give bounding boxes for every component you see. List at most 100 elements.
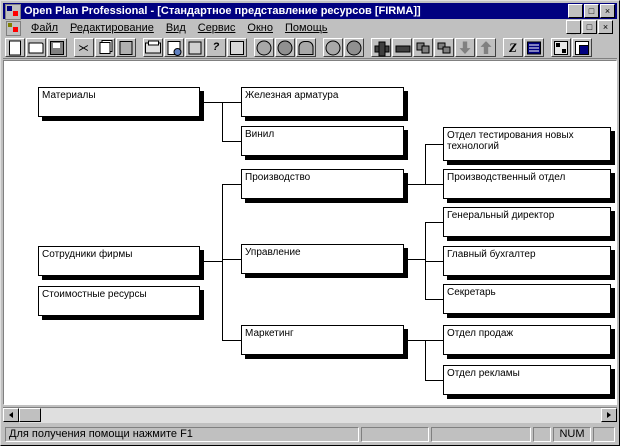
diagram-node-marketing[interactable]: Маркетинг <box>241 325 404 355</box>
node-label: Маркетинг <box>245 328 294 339</box>
diagram-node-otdel-reklam[interactable]: Отдел рекламы <box>443 365 611 395</box>
connector-line <box>222 184 223 340</box>
unlink-button[interactable] <box>434 38 454 57</box>
node-label: Генеральный директор <box>447 210 555 221</box>
diagram-node-proizv-otdel[interactable]: Производственный отдел <box>443 169 611 199</box>
move-up-icon <box>480 41 492 54</box>
open-file-button[interactable] <box>26 38 46 57</box>
app-icon <box>5 3 21 20</box>
move-up-button[interactable] <box>476 38 496 57</box>
mdi-restore-button[interactable]: □ <box>582 20 597 34</box>
menu-item-file[interactable]: Файл <box>25 21 64 35</box>
resource-circle3-icon <box>346 40 362 55</box>
network-view-button[interactable] <box>551 38 571 57</box>
restore-button[interactable]: □ <box>584 4 599 18</box>
node-label: Сотрудники фирмы <box>42 249 133 260</box>
resource-circle3-button[interactable] <box>344 38 364 57</box>
scrollbar-track[interactable] <box>19 408 601 423</box>
horizontal-scrollbar[interactable] <box>3 407 617 423</box>
mdi-minimize-icon: _ <box>570 24 576 34</box>
status-bar: Для получения помощи нажмите F1 NUM <box>3 425 617 443</box>
menu-item-help-label: Помощь <box>284 22 328 34</box>
move-down-icon <box>459 41 471 54</box>
status-pane-d <box>593 426 615 442</box>
save-button[interactable] <box>47 38 67 57</box>
diagram-node-otdel-prodaj[interactable]: Отдел продаж <box>443 325 611 355</box>
grid-view-icon <box>527 41 541 54</box>
menu-item-view[interactable]: Вид <box>160 21 192 35</box>
print-preview-button[interactable] <box>164 38 184 57</box>
connector-line <box>425 222 443 223</box>
diagram-node-vinil[interactable]: Винил <box>241 126 404 156</box>
paste-button[interactable] <box>116 38 136 57</box>
remove-button[interactable] <box>392 38 412 57</box>
sort-button[interactable] <box>185 38 205 57</box>
add-button[interactable] <box>371 38 391 57</box>
minimize-button[interactable]: _ <box>568 4 583 18</box>
diagram-node-sotrudniki[interactable]: Сотрудники фирмы <box>38 246 200 276</box>
node-label: Железная арматура <box>245 90 339 101</box>
connector-line <box>425 380 443 381</box>
document-icon[interactable] <box>6 20 21 36</box>
link-icon <box>416 42 430 53</box>
menu-item-window[interactable]: Окно <box>241 21 279 35</box>
remove-minus-icon <box>395 41 411 54</box>
minimize-icon: _ <box>572 8 578 18</box>
node-label: Отдел продаж <box>447 328 514 339</box>
sort-icon <box>188 41 202 54</box>
diagram-node-gl-buhgalter[interactable]: Главный бухгалтер <box>443 246 611 276</box>
scroll-left-button[interactable] <box>3 408 19 422</box>
resource-person-button[interactable] <box>275 38 295 57</box>
diagram-node-materialy[interactable]: Материалы <box>38 87 200 117</box>
connector-line <box>222 102 223 141</box>
menu-item-service[interactable]: Сервис <box>192 21 242 35</box>
node-label: Главный бухгалтер <box>447 249 536 260</box>
add-plus-icon <box>374 41 390 56</box>
print-preview-icon <box>167 40 182 56</box>
node-label: Стоимостные ресурсы <box>42 289 147 300</box>
scrollbar-thumb[interactable] <box>19 408 41 422</box>
mdi-window-controls: _ □ × <box>565 20 613 34</box>
diagram-node-gen-director[interactable]: Генеральный директор <box>443 207 611 237</box>
mdi-minimize-button[interactable]: _ <box>566 20 581 34</box>
print-button[interactable] <box>143 38 163 57</box>
diagram-node-stoimostnye[interactable]: Стоимостные ресурсы <box>38 286 200 316</box>
cascade-window-button[interactable] <box>572 38 592 57</box>
connector-line <box>425 144 443 145</box>
mdi-close-button[interactable]: × <box>598 20 613 34</box>
connector-line <box>425 340 443 341</box>
close-button[interactable]: × <box>600 4 615 18</box>
copy-button[interactable] <box>95 38 115 57</box>
new-file-button[interactable] <box>5 38 25 57</box>
grid-view-button[interactable] <box>524 38 544 57</box>
connector-line <box>222 141 241 142</box>
close-icon: × <box>604 6 611 16</box>
scroll-right-button[interactable] <box>601 408 617 422</box>
resource-dome-button[interactable] <box>296 38 316 57</box>
node-label: Отдел тестирования новых технологий <box>447 130 574 152</box>
link-button[interactable] <box>413 38 433 57</box>
resource-circle2-button[interactable] <box>323 38 343 57</box>
cut-button[interactable] <box>74 38 94 57</box>
help-button[interactable]: ? <box>206 38 226 57</box>
cut-scissors-icon <box>79 42 90 53</box>
resource-circle2-icon <box>325 40 341 55</box>
context-help-button[interactable] <box>227 38 247 57</box>
zoom-button[interactable]: Z <box>503 38 523 57</box>
title-bar: Open Plan Professional - [Стандартное пр… <box>3 3 617 20</box>
diagram-node-sekretar[interactable]: Секретарь <box>443 284 611 314</box>
node-label: Управление <box>245 247 301 258</box>
status-message: Для получения помощи нажмите F1 <box>5 426 359 442</box>
resource-circle-button[interactable] <box>254 38 274 57</box>
node-label: Производство <box>245 172 311 183</box>
move-down-button[interactable] <box>455 38 475 57</box>
menu-item-help[interactable]: Помощь <box>279 21 334 35</box>
diagram-node-armatura[interactable]: Железная арматура <box>241 87 404 117</box>
menu-item-edit[interactable]: Редактирование <box>64 21 160 35</box>
network-view-icon <box>554 40 568 55</box>
diagram-node-upravlenie[interactable]: Управление <box>241 244 404 274</box>
diagram-node-otdel-test[interactable]: Отдел тестирования новых технологий <box>443 127 611 161</box>
diagram-node-proizvodstvo[interactable]: Производство <box>241 169 404 199</box>
